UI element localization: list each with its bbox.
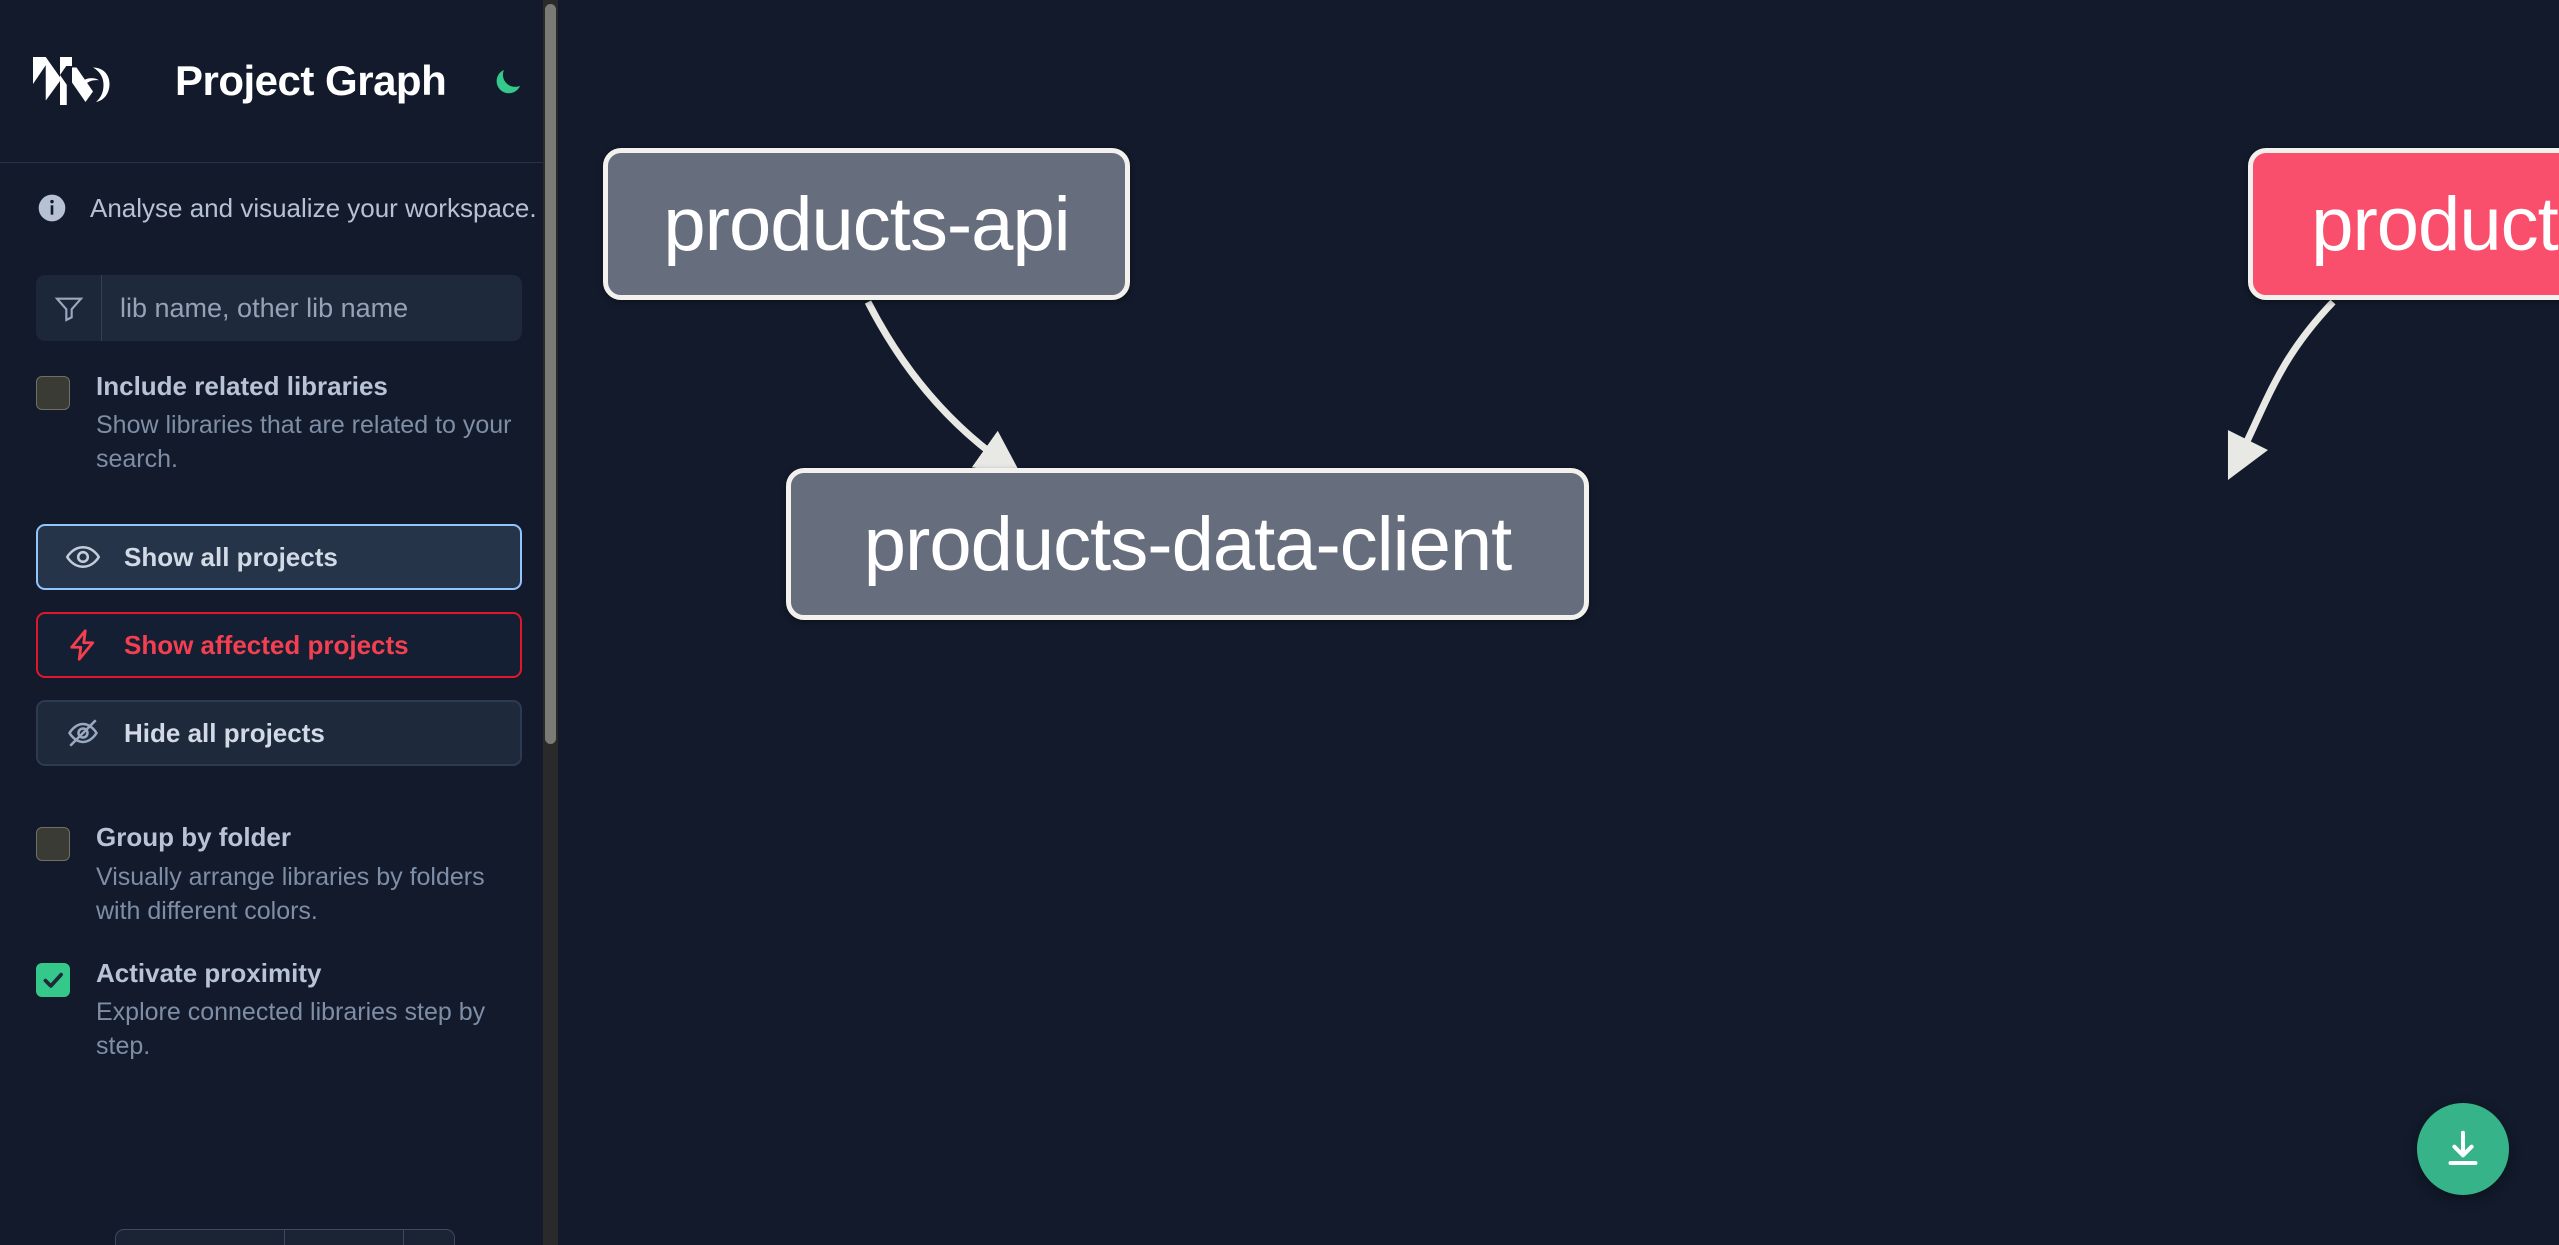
show-all-projects-button[interactable]: Show all projects bbox=[36, 524, 522, 591]
node-label: products-api bbox=[663, 181, 1070, 267]
workspace-tagline: Analyse and visualize your workspace. bbox=[36, 163, 537, 253]
option-label: Include related libraries bbox=[96, 371, 388, 401]
option-description: Explore connected libraries step by step… bbox=[96, 997, 486, 1060]
sidebar: Project Graph Analyse and visualize your… bbox=[0, 0, 558, 1245]
sidebar-scrollbar-track[interactable] bbox=[543, 0, 558, 1245]
option-description: Visually arrange libraries by folders wi… bbox=[96, 862, 485, 925]
show-affected-projects-label: Show affected projects bbox=[124, 629, 409, 660]
moon-icon[interactable] bbox=[488, 61, 528, 101]
graph-edges bbox=[864, 299, 2336, 481]
eye-slash-glyph bbox=[68, 719, 98, 747]
option-label: Group by folder bbox=[96, 822, 291, 853]
sidebar-body: Analyse and visualize your workspace. In… bbox=[0, 163, 558, 1063]
eye-icon bbox=[62, 536, 104, 578]
hide-all-projects-label: Hide all projects bbox=[124, 717, 325, 748]
graph-canvas[interactable]: products-api products-cli products-data-… bbox=[558, 0, 2559, 1245]
option-description: Show libraries that are related to your … bbox=[96, 411, 512, 474]
edge-products-cli-to-products-data-client bbox=[2227, 299, 2336, 481]
filter-funnel-icon bbox=[36, 275, 102, 341]
node-label: products-cli bbox=[2311, 181, 2559, 267]
search-depth-stepper[interactable] bbox=[115, 1229, 455, 1245]
check-mark-icon bbox=[43, 972, 63, 988]
stepper-divider bbox=[403, 1230, 404, 1245]
graph-node-products-api[interactable]: products-api bbox=[603, 148, 1130, 300]
option-text-block: Activate proximity Explore connected lib… bbox=[96, 957, 522, 1063]
eye-glyph bbox=[65, 546, 101, 569]
tagline-text: Analyse and visualize your workspace. bbox=[90, 192, 537, 223]
hide-all-projects-button[interactable]: Hide all projects bbox=[36, 700, 522, 767]
info-icon bbox=[38, 194, 66, 222]
eye-slash-icon bbox=[62, 712, 104, 754]
option-text-block: Include related libraries Show libraries… bbox=[96, 371, 522, 476]
search-bar[interactable] bbox=[36, 275, 522, 341]
group-by-folder-checkbox[interactable] bbox=[36, 827, 70, 862]
sidebar-header: Project Graph bbox=[0, 0, 558, 163]
show-affected-projects-button[interactable]: Show affected projects bbox=[36, 612, 522, 679]
option-include-related-libraries[interactable]: Include related libraries Show libraries… bbox=[36, 371, 522, 476]
stepper-divider bbox=[284, 1230, 285, 1245]
bolt-glyph bbox=[70, 629, 95, 661]
option-label: Activate proximity bbox=[96, 957, 322, 988]
search-input[interactable] bbox=[102, 275, 522, 341]
option-text-block: Group by folder Visually arrange librari… bbox=[96, 822, 522, 927]
option-activate-proximity[interactable]: Activate proximity Explore connected lib… bbox=[36, 957, 522, 1063]
nx-logo-icon bbox=[33, 57, 110, 105]
moon-glyph bbox=[496, 69, 521, 94]
include-related-libraries-checkbox[interactable] bbox=[36, 376, 70, 410]
graph-node-products-data-client[interactable]: products-data-client bbox=[786, 468, 1589, 620]
sidebar-scrollbar-thumb[interactable] bbox=[545, 4, 556, 744]
edge-products-api-to-products-data-client bbox=[864, 300, 1022, 475]
download-graph-button[interactable] bbox=[2417, 1103, 2509, 1195]
funnel-glyph bbox=[54, 297, 83, 322]
lightning-bolt-icon bbox=[62, 624, 104, 666]
option-group-by-folder[interactable]: Group by folder Visually arrange librari… bbox=[36, 822, 522, 927]
graph-node-products-cli[interactable]: products-cli bbox=[2248, 148, 2559, 300]
spacer bbox=[36, 766, 522, 792]
show-all-projects-label: Show all projects bbox=[124, 541, 338, 572]
page-title: Project Graph bbox=[175, 57, 447, 104]
activate-proximity-checkbox[interactable] bbox=[36, 962, 70, 997]
download-icon bbox=[2448, 1130, 2478, 1166]
node-label: products-data-client bbox=[863, 501, 1512, 587]
